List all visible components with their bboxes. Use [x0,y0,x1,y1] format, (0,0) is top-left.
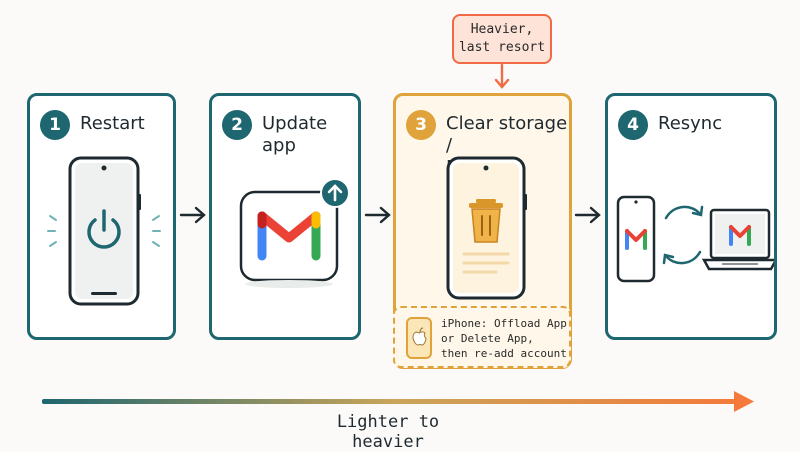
callout-line-2: last resort [458,40,546,55]
note-line-3: then re-add account [441,347,567,360]
restart-glow-marks [47,215,161,247]
trash-icon [469,199,503,243]
step-title: Update app [262,113,328,156]
step-number-badge: 1 [40,110,70,140]
step-title: Restart [80,113,145,134]
sync-icon [662,205,704,265]
note-line-2: or Delete App, [441,332,534,345]
arrow-step-2-to-3 [364,206,391,224]
callout-arrow [494,63,510,89]
laptop-icon [701,208,774,271]
note-line-1: iPhone: Offload App [441,317,567,330]
gmail-icon [625,229,647,250]
step-card-restart: 1 Restart [27,93,176,340]
apple-icon [406,317,432,359]
lighter-to-heavier-scale [42,391,754,412]
step-number-badge: 2 [222,110,252,140]
step-card-update-app: 2 Update app [209,93,361,340]
callout-line-1: Heavier, [470,22,534,37]
step-number-badge: 4 [618,110,648,140]
step-number-badge: 3 [406,110,436,140]
step-title: Resync [658,113,723,134]
phone-icon [47,156,161,306]
update-arrow-icon [320,178,350,208]
gmail-icon [729,225,751,246]
gmail-app-tile [239,178,350,288]
scale-label: Lighter to heavier [336,412,440,452]
arrow-step-3-to-4 [574,206,601,224]
gmail-icon [257,211,321,261]
step-card-resync: 4 Resync [605,93,777,340]
power-icon [87,209,121,249]
resync-illustration [616,195,774,283]
iphone-note: iPhone: Offload App or Delete App, then … [393,306,571,368]
cleared-lines [462,252,510,274]
arrow-step-1-to-2 [179,206,206,224]
heavier-last-resort-callout: Heavier, last resort [452,14,552,64]
phone-icon [446,156,527,300]
